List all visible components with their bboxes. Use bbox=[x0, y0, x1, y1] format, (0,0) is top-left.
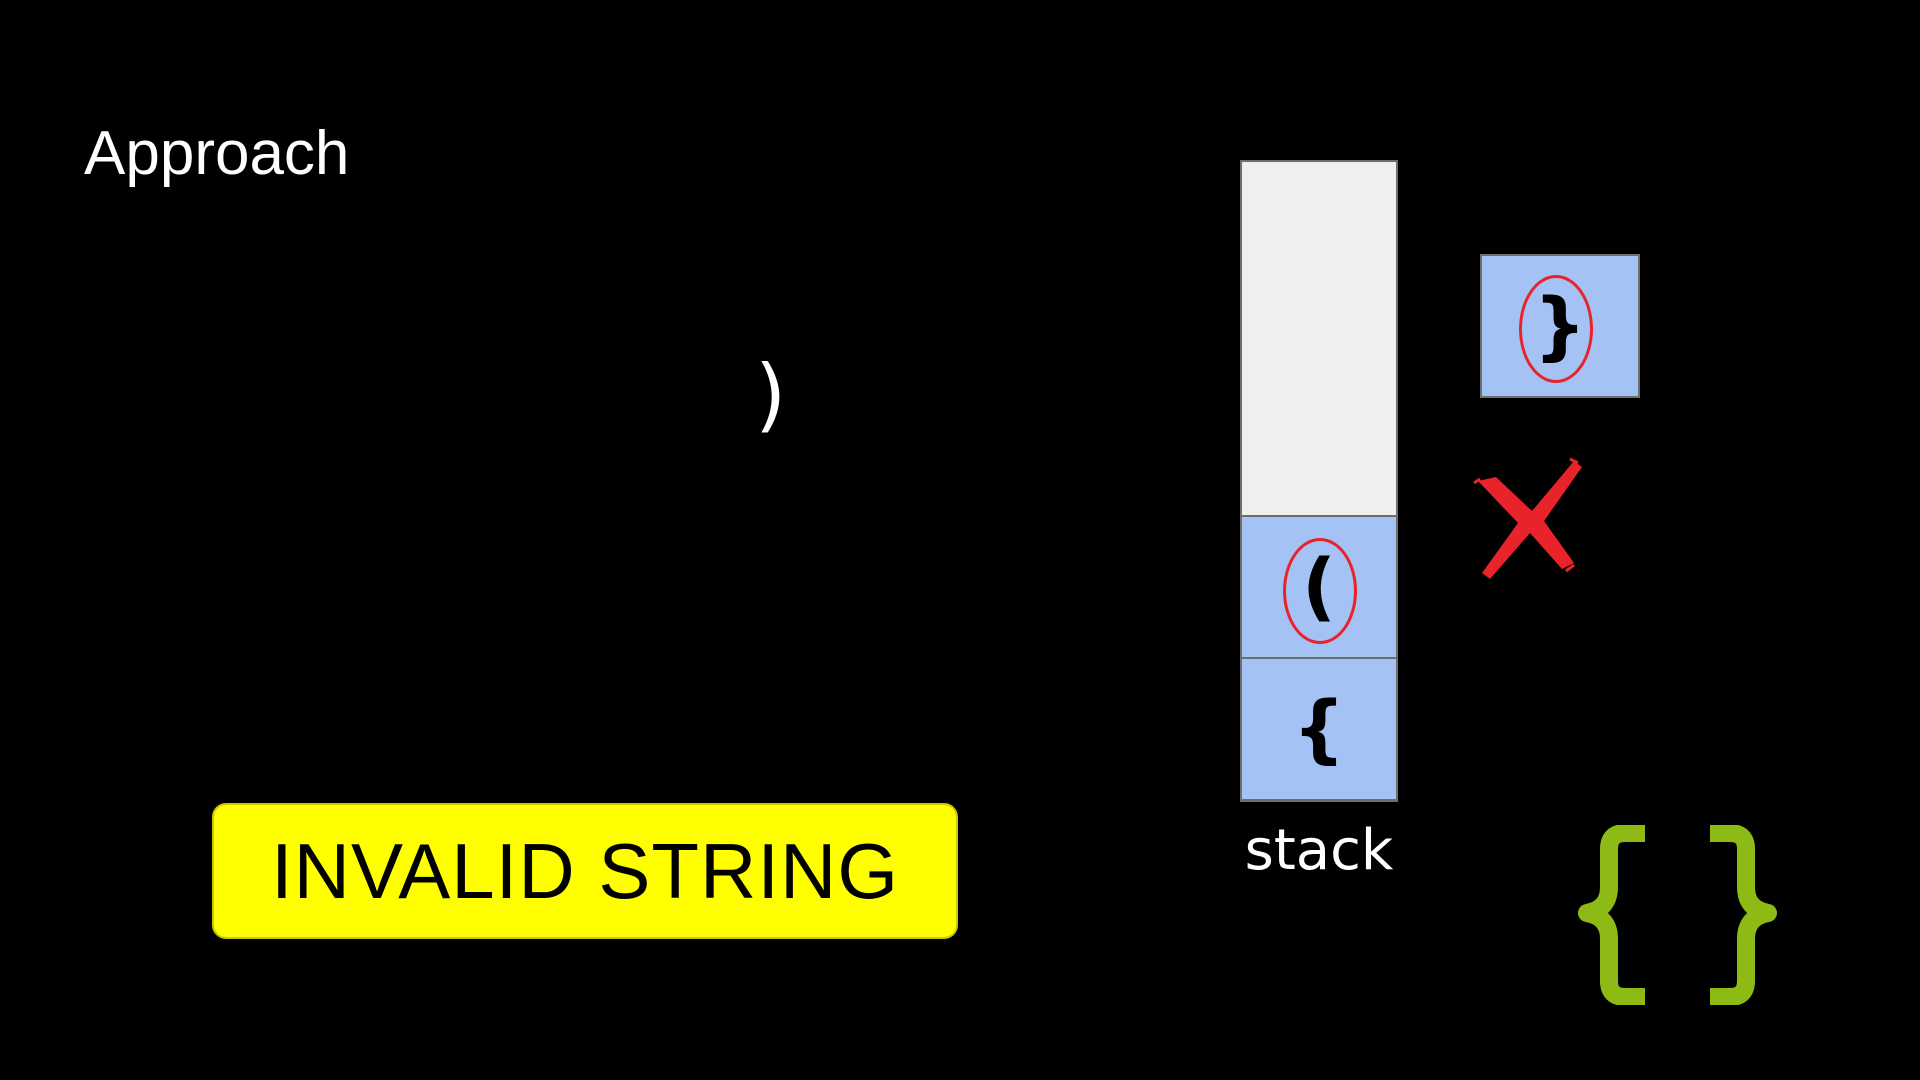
incoming-char-box: } bbox=[1480, 254, 1640, 398]
highlight-circle-top bbox=[1283, 538, 1357, 644]
stack-cell-top: ( bbox=[1240, 515, 1398, 659]
highlight-circle-incoming bbox=[1519, 275, 1593, 383]
current-character: ) bbox=[755, 348, 787, 441]
stack-cell-bottom-char: { bbox=[1292, 686, 1346, 772]
invalid-string-banner: INVALID STRING bbox=[212, 803, 958, 939]
stack-label: stack bbox=[1244, 818, 1394, 883]
slide-title: Approach bbox=[84, 119, 350, 188]
stack-container: ( { bbox=[1240, 160, 1398, 802]
curly-braces-logo-icon bbox=[1578, 825, 1777, 1005]
stack-cell-bottom: { bbox=[1240, 657, 1398, 801]
red-x-mark-icon bbox=[1473, 457, 1582, 579]
